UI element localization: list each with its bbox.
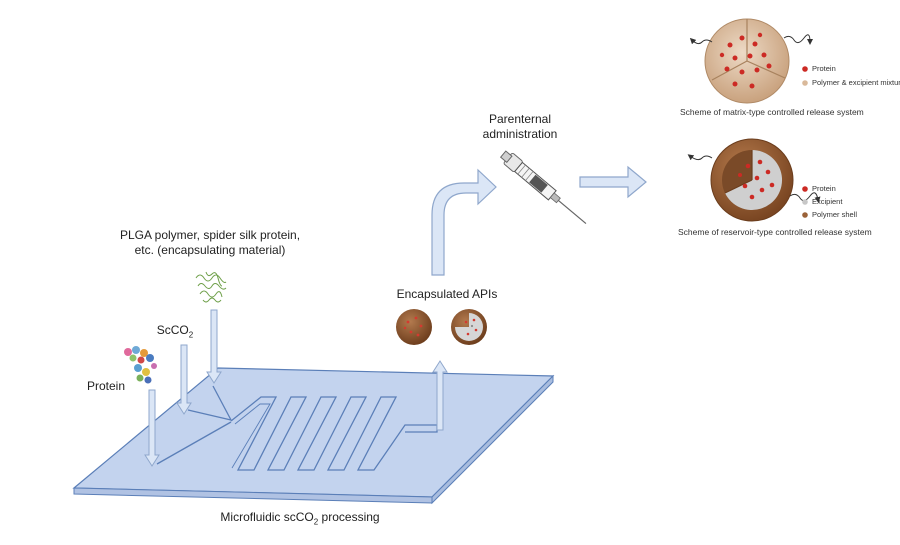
microfluidic-label: Microfluidic scCO2 processing <box>180 510 420 529</box>
parenteral-line1: Parenternal <box>488 112 552 126</box>
reservoir-scheme <box>687 138 821 222</box>
matrix-caption: Scheme of matrix-type controlled release… <box>680 107 864 117</box>
matrix-scheme <box>689 18 813 104</box>
reservoir-legend-protein: Protein <box>812 184 836 193</box>
output-arrow <box>432 360 448 431</box>
reservoir-particle-small <box>451 309 487 345</box>
syringe-icon <box>499 150 587 225</box>
reservoir-legend-excipient: Excipient <box>812 197 843 206</box>
encapsulating-input-arrow <box>206 309 222 384</box>
encapsulated-apis-label: Encapsulated APIs <box>396 287 498 301</box>
parenteral-label: Parenternal administration <box>460 112 580 142</box>
right-arrow <box>579 165 647 199</box>
encapsulated-particles <box>396 309 487 345</box>
microfluidic-chip <box>72 367 555 505</box>
microfluidic-text-end: processing <box>318 510 380 524</box>
protein-input-arrow <box>144 389 160 467</box>
encapsulating-material-label: PLGA polymer, spider silk protein, etc. … <box>96 228 324 258</box>
microfluidic-subscript: 2 <box>313 517 319 527</box>
scco2-input-arrow <box>176 344 192 415</box>
encapsulating-label-line1: PLGA polymer, spider silk protein, <box>119 228 301 242</box>
protein-molecule-icon <box>124 346 157 384</box>
legend-excipient-swatch <box>802 199 808 205</box>
curved-arrow <box>431 168 497 276</box>
scco2-text: ScCO <box>156 323 189 337</box>
reservoir-legend-shell: Polymer shell <box>812 210 858 219</box>
reservoir-caption: Scheme of reservoir-type controlled rele… <box>678 227 872 237</box>
polymer-strand-icon <box>195 271 227 303</box>
protein-label: Protein <box>86 379 126 393</box>
legend-protein-swatch <box>802 66 808 72</box>
scco2-subscript: 2 <box>188 330 194 340</box>
scco2-label: ScCO2 <box>140 323 210 342</box>
microfluidic-text: Microfluidic scCO <box>220 510 314 524</box>
parenteral-line2: administration <box>482 127 558 141</box>
matrix-legend-polymer: Polymer & excipient mixture <box>812 78 900 87</box>
legend-polymer-swatch <box>802 80 808 86</box>
input-arrows <box>144 309 448 467</box>
matrix-legend-protein: Protein <box>812 64 836 73</box>
legend-protein-swatch-2 <box>802 186 808 192</box>
microfluidic-channels <box>156 385 438 471</box>
encapsulating-label-line2: etc. (encapsulating material) <box>134 243 286 257</box>
matrix-particle-small <box>396 309 432 345</box>
legend-shell-swatch <box>802 212 808 218</box>
